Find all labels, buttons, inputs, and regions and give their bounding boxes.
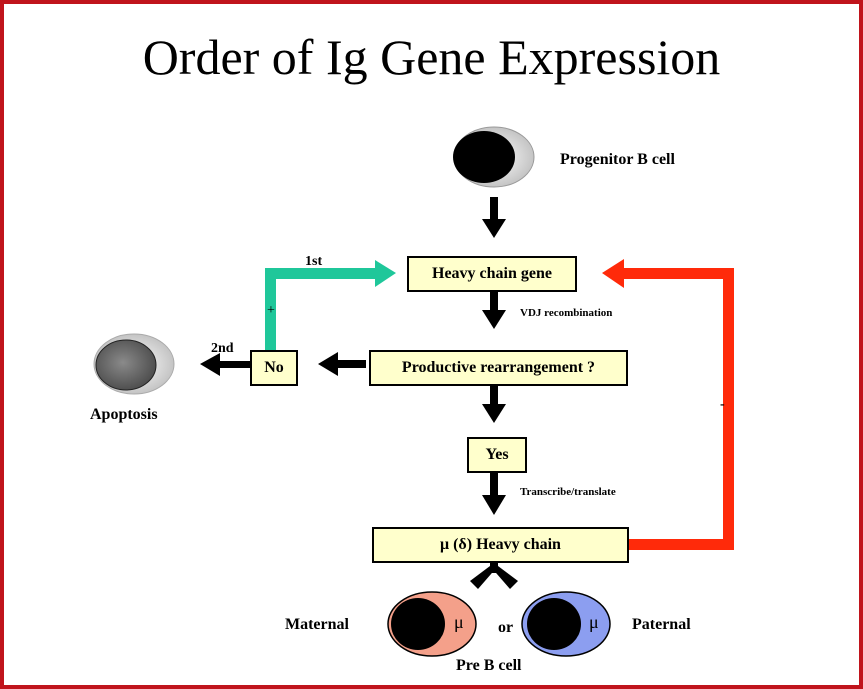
- arrow-productive-to-no: [318, 352, 366, 376]
- arrow-split: [470, 561, 518, 589]
- yes-box: Yes: [467, 437, 527, 473]
- maternal-cell: [387, 591, 477, 657]
- arrow-progenitor-to-gene: [482, 197, 506, 238]
- minus-label: -: [720, 397, 725, 412]
- progenitor-label: Progenitor B cell: [560, 151, 675, 168]
- arrow-yes-to-heavy-chain: [482, 471, 506, 515]
- apoptosis-cell: [93, 333, 175, 395]
- heavy-chain-box: μ (δ) Heavy chain: [372, 527, 629, 563]
- no-box: No: [250, 350, 298, 386]
- paternal-label: Paternal: [632, 616, 691, 633]
- pre-b-cell-label: Pre B cell: [456, 657, 522, 674]
- heavy-chain-gene-box: Heavy chain gene: [407, 256, 577, 292]
- red-feedback-arrow: [602, 259, 734, 550]
- maternal-mu-label: μ: [454, 612, 464, 632]
- flow-diagram: [93, 126, 734, 657]
- slide-title: Order of Ig Gene Expression: [142, 29, 721, 85]
- paternal-mu-label: μ: [589, 612, 599, 632]
- arrow-no-to-apoptosis: [200, 353, 252, 376]
- plus-label: +: [267, 303, 275, 318]
- green-feedback-arrow: [265, 260, 396, 350]
- second-label: 2nd: [211, 341, 234, 356]
- progenitor-cell: [453, 126, 535, 188]
- maternal-label: Maternal: [285, 616, 349, 633]
- apoptosis-label: Apoptosis: [90, 406, 158, 423]
- arrow-gene-to-productive: [482, 288, 506, 329]
- productive-rearrangement-box: Productive rearrangement ?: [369, 350, 628, 386]
- paternal-cell: [521, 591, 611, 657]
- arrow-productive-to-yes: [482, 382, 506, 423]
- first-label: 1st: [305, 254, 323, 269]
- or-label: or: [498, 619, 514, 636]
- vdj-label: VDJ recombination: [520, 307, 613, 319]
- transcribe-label: Transcribe/translate: [520, 486, 616, 498]
